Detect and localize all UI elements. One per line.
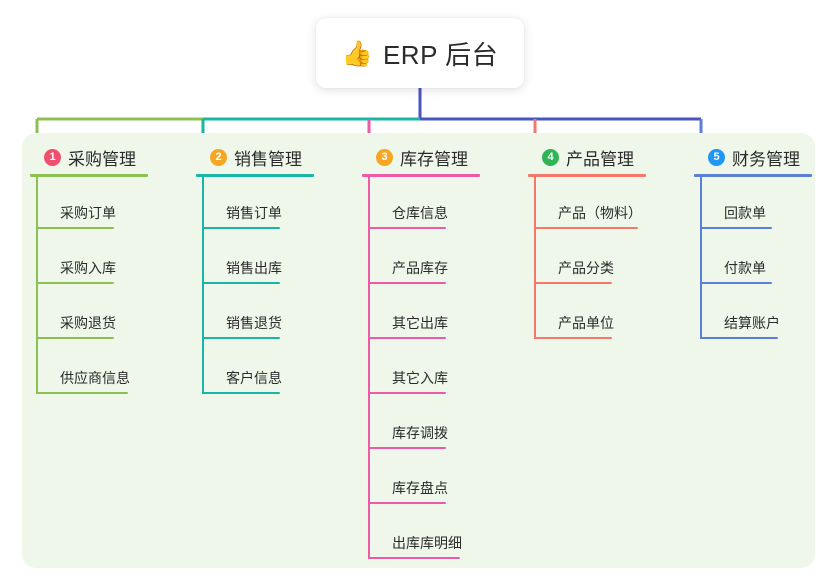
branch-item-label: 销售出库 xyxy=(226,260,282,276)
branch-item-underline xyxy=(534,337,612,339)
branch-item-underline xyxy=(700,282,772,284)
branch-item[interactable]: 其它出库 xyxy=(368,305,466,339)
branch-item-label: 库存盘点 xyxy=(392,480,448,496)
branch-header-3[interactable]: 3 库存管理 xyxy=(376,145,468,170)
branch-item-label: 客户信息 xyxy=(226,370,282,386)
root-node-content: 👍 ERP 后台 xyxy=(342,35,498,72)
branch-underline-5 xyxy=(694,174,812,177)
branch-underline-3 xyxy=(362,174,480,177)
branch-column-2: 2 销售管理销售订单销售出库销售退货客户信息 xyxy=(196,133,356,568)
branch-badge-5: 5 xyxy=(708,149,725,166)
branch-item-underline xyxy=(534,227,638,229)
branch-item-underline xyxy=(368,502,446,504)
branch-badge-2: 2 xyxy=(210,149,227,166)
branch-item-underline xyxy=(700,337,778,339)
branch-item[interactable]: 其它入库 xyxy=(368,360,466,394)
branch-item-underline xyxy=(202,337,280,339)
branch-item-label: 产品分类 xyxy=(558,260,614,276)
branch-item-underline xyxy=(368,282,446,284)
branch-title-2: 销售管理 xyxy=(234,150,302,169)
branch-item-label: 回款单 xyxy=(724,205,766,221)
branch-item[interactable]: 产品分类 xyxy=(534,250,632,284)
branch-item-underline xyxy=(202,282,280,284)
branch-header-2[interactable]: 2 销售管理 xyxy=(210,145,302,170)
branch-item[interactable]: 销售出库 xyxy=(202,250,300,284)
branch-item-label: 付款单 xyxy=(724,260,766,276)
branch-item-label: 库存调拨 xyxy=(392,425,448,441)
branch-item-label: 销售退货 xyxy=(226,315,282,331)
branch-item-label: 采购入库 xyxy=(60,260,116,276)
branch-spine-1 xyxy=(36,177,38,394)
branch-badge-1: 1 xyxy=(44,149,61,166)
branch-spine-2 xyxy=(202,177,204,394)
branch-item[interactable]: 采购退货 xyxy=(36,305,134,339)
branch-item-underline xyxy=(368,447,446,449)
branch-item[interactable]: 库存调拨 xyxy=(368,415,466,449)
branch-item[interactable]: 付款单 xyxy=(700,250,792,284)
branch-item-label: 产品（物料） xyxy=(558,205,642,221)
branch-item-label: 销售订单 xyxy=(226,205,282,221)
branch-header-1[interactable]: 1 采购管理 xyxy=(44,145,136,170)
branch-item-label: 采购订单 xyxy=(60,205,116,221)
branch-item-underline xyxy=(368,557,460,559)
branch-item-underline xyxy=(36,282,114,284)
branch-item[interactable]: 采购订单 xyxy=(36,195,134,229)
branch-item[interactable]: 回款单 xyxy=(700,195,792,229)
branch-title-1: 采购管理 xyxy=(68,150,136,169)
branch-badge-4: 4 xyxy=(542,149,559,166)
root-node[interactable]: 👍 ERP 后台 xyxy=(316,18,524,88)
branch-title-5: 财务管理 xyxy=(732,150,800,169)
branch-column-5: 5 财务管理回款单付款单结算账户 xyxy=(694,133,839,568)
branch-badge-3: 3 xyxy=(376,149,393,166)
branch-spine-4 xyxy=(534,177,536,339)
branch-item-underline xyxy=(202,392,280,394)
branch-item-underline xyxy=(368,337,446,339)
branch-item[interactable]: 产品单位 xyxy=(534,305,632,339)
branch-item-label: 供应商信息 xyxy=(60,370,130,386)
thumbs-up-icon: 👍 xyxy=(341,38,373,68)
branch-spine-5 xyxy=(700,177,702,339)
branch-item-label: 其它出库 xyxy=(392,315,448,331)
branch-column-1: 1 采购管理采购订单采购入库采购退货供应商信息 xyxy=(30,133,190,568)
branch-item-underline xyxy=(36,392,128,394)
branch-column-3: 3 库存管理仓库信息产品库存其它出库其它入库库存调拨库存盘点出库库明细 xyxy=(362,133,522,568)
branch-item[interactable]: 产品库存 xyxy=(368,250,466,284)
branch-item-underline xyxy=(534,282,612,284)
root-node-title: ERP 后台 xyxy=(382,39,499,70)
branch-item[interactable]: 仓库信息 xyxy=(368,195,466,229)
branch-underline-4 xyxy=(528,174,646,177)
branch-item-label: 其它入库 xyxy=(392,370,448,386)
branch-underline-2 xyxy=(196,174,314,177)
branch-item-label: 采购退货 xyxy=(60,315,116,331)
branch-item[interactable]: 销售订单 xyxy=(202,195,300,229)
branch-item[interactable]: 库存盘点 xyxy=(368,470,466,504)
branch-item[interactable]: 产品（物料） xyxy=(534,195,658,229)
branch-item-underline xyxy=(700,227,772,229)
branch-item[interactable]: 出库库明细 xyxy=(368,525,480,559)
branch-header-4[interactable]: 4 产品管理 xyxy=(542,145,634,170)
branch-item[interactable]: 结算账户 xyxy=(700,305,798,339)
branch-item-underline xyxy=(36,227,114,229)
branch-item[interactable]: 销售退货 xyxy=(202,305,300,339)
branch-item-underline xyxy=(368,227,446,229)
branch-item[interactable]: 采购入库 xyxy=(36,250,134,284)
branch-title-3: 库存管理 xyxy=(400,150,468,169)
branches-panel: 1 采购管理采购订单采购入库采购退货供应商信息 2 销售管理销售订单销售出库销售退货客… xyxy=(22,133,815,568)
branch-column-4: 4 产品管理产品（物料） 产品分类产品单位 xyxy=(528,133,688,568)
branch-item-underline xyxy=(368,392,446,394)
branch-item-underline xyxy=(202,227,280,229)
branch-item-label: 产品单位 xyxy=(558,315,614,331)
branch-item[interactable]: 客户信息 xyxy=(202,360,300,394)
branch-spine-3 xyxy=(368,177,370,559)
branch-item-underline xyxy=(36,337,114,339)
branch-item-label: 仓库信息 xyxy=(392,205,448,221)
branch-underline-1 xyxy=(30,174,148,177)
branch-item[interactable]: 供应商信息 xyxy=(36,360,148,394)
branch-item-label: 结算账户 xyxy=(724,315,780,331)
branch-header-5[interactable]: 5 财务管理 xyxy=(708,145,800,170)
branch-item-label: 出库库明细 xyxy=(392,535,462,551)
branch-title-4: 产品管理 xyxy=(566,150,634,169)
branch-item-label: 产品库存 xyxy=(392,260,448,276)
